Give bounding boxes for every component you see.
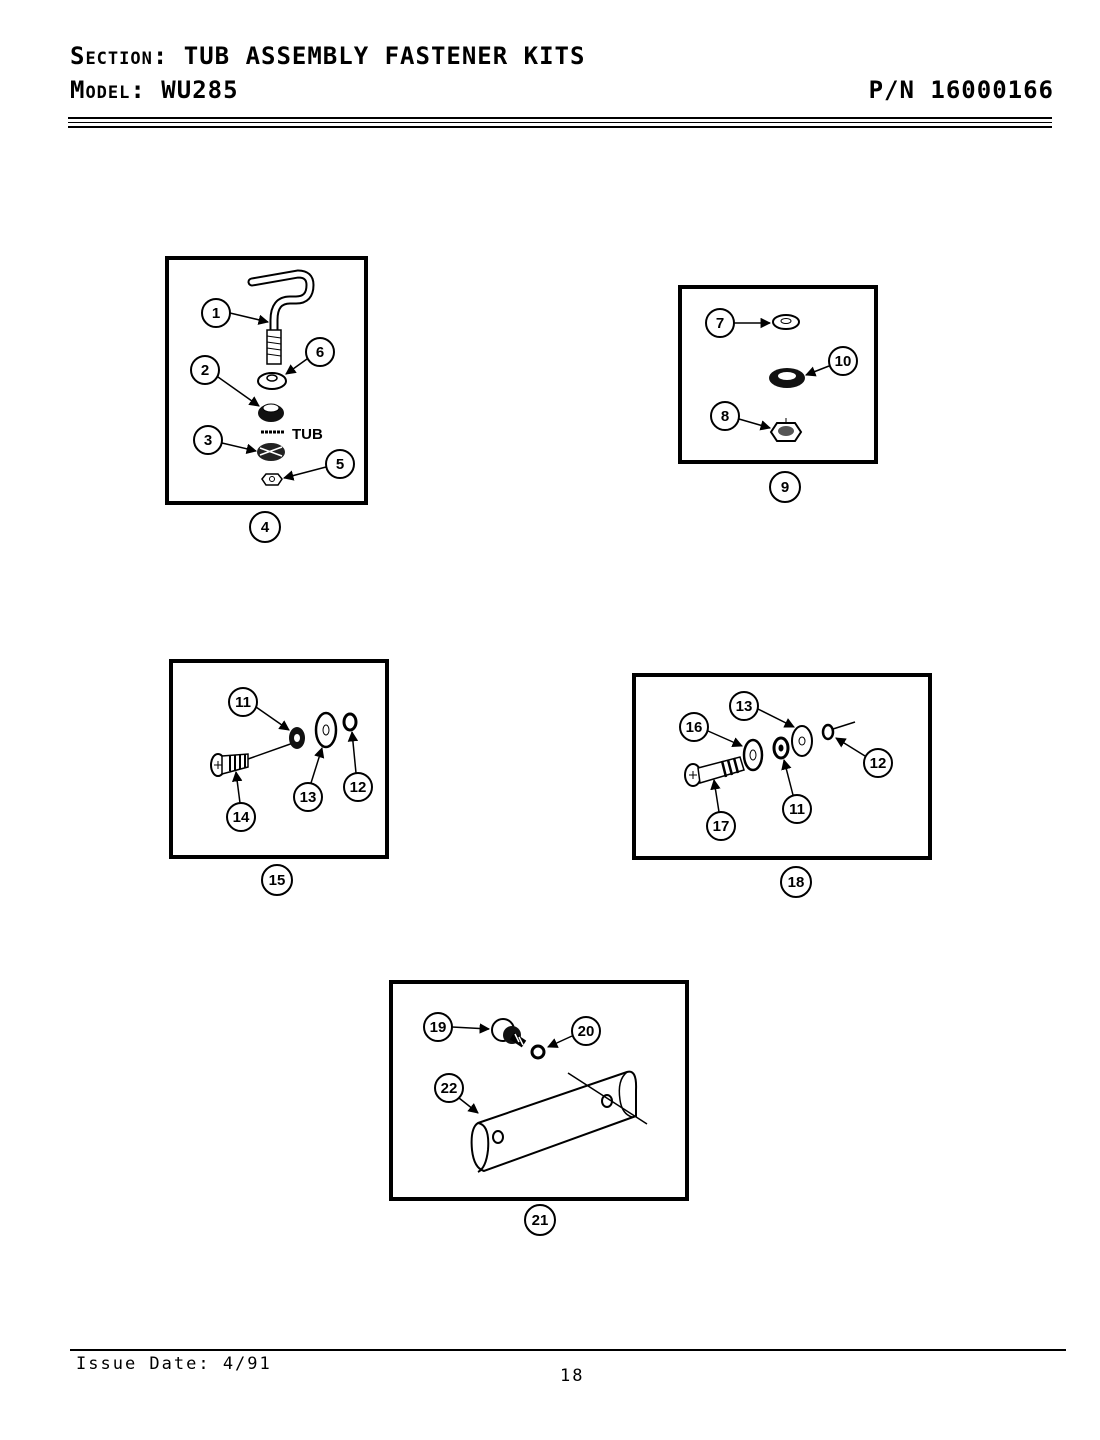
section-line: Section: TUB ASSEMBLY FASTENER KITS [70,42,585,70]
section-label: Section: [70,42,169,70]
callout-11b: 11 [789,801,805,818]
issue-date: Issue Date: 4/91 [76,1354,272,1374]
kit-9-panel: 7 10 8 [678,285,878,464]
callout-10: 10 [835,353,852,370]
callout-17: 17 [713,818,730,835]
callout-14: 14 [233,809,250,826]
callout-19: 19 [430,1019,447,1036]
callout-22: 22 [441,1080,458,1097]
callout-3: 3 [204,432,212,449]
header-rule [68,126,1052,128]
callout-2: 2 [201,362,209,379]
callout-8: 8 [721,408,729,425]
callout-11: 11 [235,694,251,711]
kit-4-panel: TUB 1 6 2 3 5 [165,256,368,505]
callout-1: 1 [212,305,220,322]
kit-9-label: 9 [781,479,789,496]
kit-18-panel: 16 13 12 17 11 [632,673,932,860]
page-number: 18 [560,1366,585,1386]
tub-annotation: TUB [292,426,323,443]
kit-21-label: 21 [532,1212,549,1229]
callout-7: 7 [716,315,724,332]
callout-16: 16 [686,719,703,736]
kit-18-label: 18 [788,874,805,891]
header-rule [68,122,1052,123]
kit-4-label: 4 [261,519,270,536]
section-value: TUB ASSEMBLY FASTENER KITS [183,42,586,70]
callout-6: 6 [316,344,324,361]
model-value: WU285 [161,76,239,104]
callout-12b: 12 [870,755,887,772]
callout-20: 20 [578,1023,595,1040]
callout-5: 5 [336,456,344,473]
part-number: P/N 16000166 [868,76,1054,104]
footer-rule [70,1349,1066,1351]
kit-21-panel: 19 20 22 [389,980,689,1201]
model-label: Model: [70,76,146,104]
callout-13b: 13 [736,698,753,715]
header-rule [68,117,1052,119]
model-line: Model: WU285 [70,76,239,104]
kit-15-panel: 11 13 12 14 [169,659,389,859]
callout-13: 13 [300,789,317,806]
kit-15-label: 15 [269,872,286,889]
callout-12: 12 [350,779,367,796]
